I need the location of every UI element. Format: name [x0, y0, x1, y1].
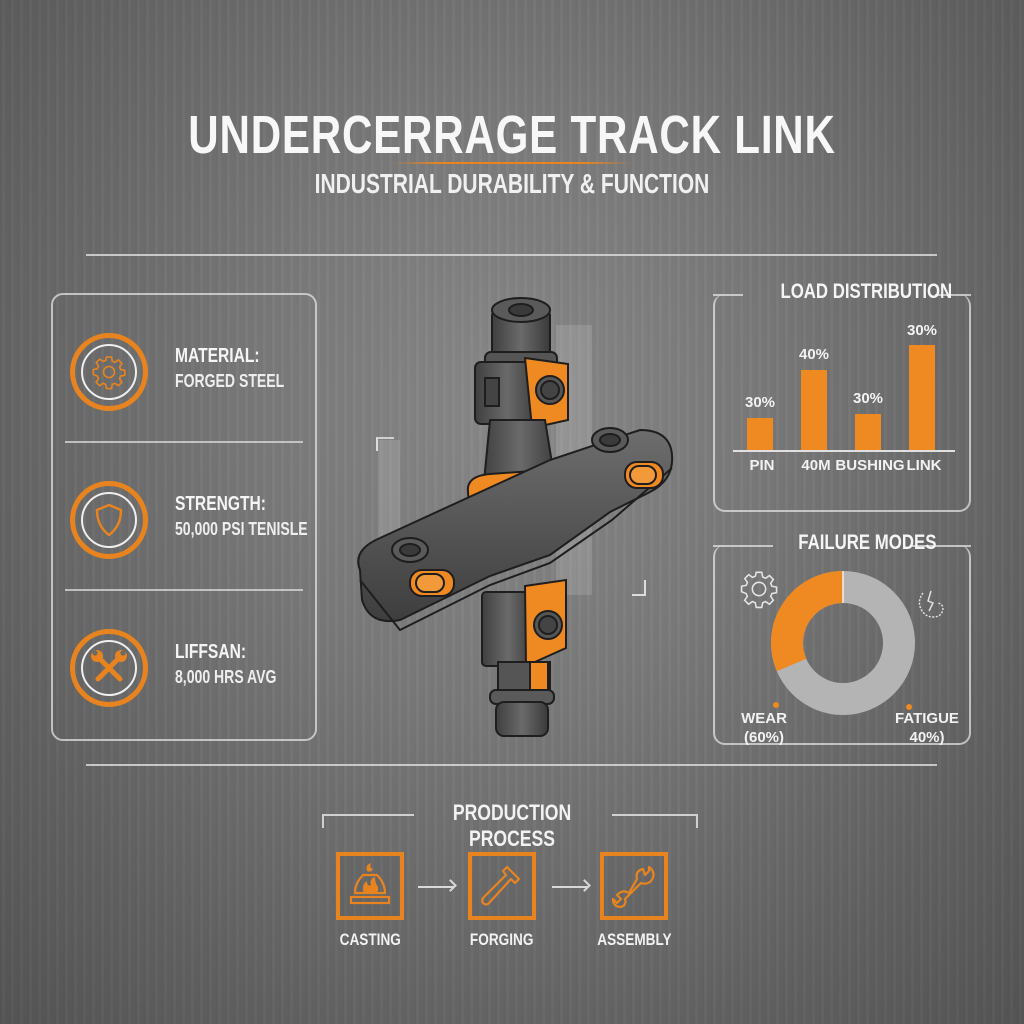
panel-border-segment: [935, 294, 971, 296]
section-bracket-right: [612, 814, 698, 828]
gear-outline-icon: [740, 571, 778, 609]
bar-link: [909, 345, 935, 450]
production-process-title: PRODUCTION PROCESS: [452, 800, 572, 851]
shield-icon: [95, 503, 123, 537]
bottom-divider: [86, 764, 937, 766]
chart-baseline: [733, 450, 955, 452]
feature-label: LIFFSAN:: [175, 641, 247, 663]
wrench-icon: [611, 865, 655, 909]
step-forging-label: FORGING: [470, 930, 534, 949]
feature-lifespan: LIFFSAN: 8,000 HRS AVG: [53, 591, 315, 739]
step-arrow: [552, 886, 588, 888]
top-divider: [86, 254, 937, 256]
load-distribution-panel: LOAD DISTRIBUTION 30% 40% 30% 30% PIN 40…: [713, 280, 971, 512]
bar-value-label: 30%: [744, 394, 776, 411]
feature-value: 50,000 PSI TENISLE: [175, 519, 308, 539]
feature-value: FORGED STEEL: [175, 371, 285, 391]
title-underline: [392, 162, 632, 164]
bar-value-label: 30%: [852, 390, 884, 407]
hammer-icon: [481, 865, 521, 906]
feature-divider: [65, 441, 303, 443]
bar-category-label: PIN: [749, 457, 775, 474]
donut-chart: [771, 571, 915, 715]
bar-category-label: 40M: [801, 457, 831, 474]
bar-pin: [747, 418, 773, 450]
step-casting-box: [336, 852, 404, 920]
panel-border-segment: [911, 545, 971, 547]
bar-value-label: 30%: [906, 322, 938, 339]
page-title: UNDERCERRAGE TRACK LINK: [188, 105, 836, 165]
load-distribution-title: LOAD DISTRIBUTION: [780, 280, 953, 303]
feature-strength: STRENGTH: 50,000 PSI TENISLE: [53, 443, 315, 591]
bar-category-label: BUSHING: [835, 457, 905, 474]
fatigue-crack-icon: [918, 590, 944, 618]
features-panel: MATERIAL: FORGED STEEL STRENGTH: 50,000 …: [51, 293, 317, 741]
step-casting-label: CASTING: [339, 930, 401, 949]
furnace-flame-icon: [349, 863, 391, 905]
bracket-corner: [376, 437, 394, 451]
feature-value: 8,000 HRS AVG: [175, 667, 277, 687]
bar-chart: 30% 40% 30% 30%: [733, 294, 953, 450]
bar-category-label: LINK: [906, 457, 942, 474]
bar-bushing: [855, 414, 881, 450]
feature-divider: [65, 589, 303, 591]
feature-icon-ring: [70, 481, 148, 559]
panel-border-segment: [713, 294, 743, 296]
fatigue-marker-dot: [906, 704, 912, 710]
failure-modes-title: FAILURE MODES: [798, 531, 937, 554]
bar-value-label: 40%: [798, 346, 830, 363]
gear-icon: [92, 356, 126, 390]
step-assembly-label: ASSEMBLY: [596, 930, 672, 949]
feature-icon-ring: [70, 333, 148, 411]
step-arrow: [418, 886, 454, 888]
panel-border-segment: [713, 545, 773, 547]
fatigue-label: FATIGUE 40%): [895, 710, 959, 746]
track-link-illustration: [357, 297, 674, 737]
section-bracket-left: [322, 814, 414, 828]
feature-material: MATERIAL: FORGED STEEL: [53, 295, 315, 443]
bar-40m: [801, 370, 827, 450]
feature-icon-ring: [70, 629, 148, 707]
step-assembly-box: [600, 852, 668, 920]
crossed-wrenches-icon: [91, 650, 127, 682]
page-subtitle: INDUSTRIAL DURABILITY & FUNCTION: [314, 168, 710, 199]
bracket-corner: [632, 580, 646, 596]
step-forging-box: [468, 852, 536, 920]
failure-modes-panel: FAILURE MODES WEAR (60%) FATIGUE 40%): [713, 531, 971, 746]
wear-marker-dot: [773, 702, 779, 708]
feature-label: STRENGTH:: [175, 493, 267, 515]
feature-label: MATERIAL:: [175, 345, 260, 367]
wear-label: WEAR (60%): [741, 710, 787, 746]
